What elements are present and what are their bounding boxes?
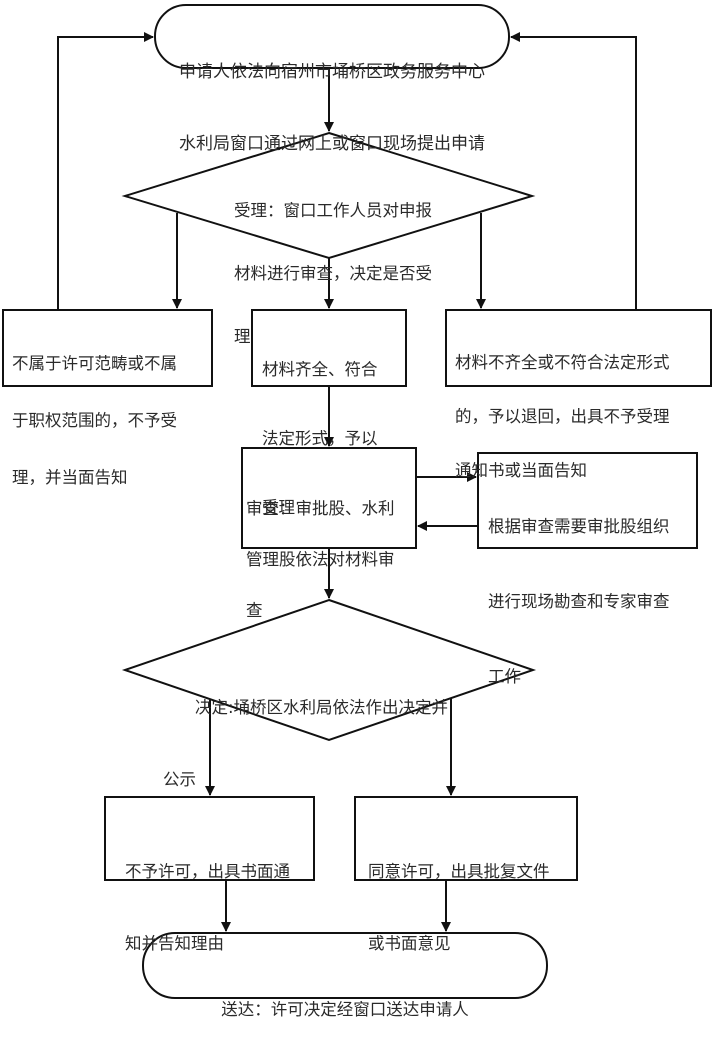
accepted-line-2: 法定形式，予以 bbox=[262, 429, 378, 448]
arrow-reject-scope-back-to-start bbox=[57, 32, 154, 310]
deny-permit-line-2: 知并告知理由 bbox=[125, 934, 224, 953]
review-box bbox=[241, 447, 417, 549]
grant-permit-box bbox=[354, 796, 578, 881]
accept-decision-line-1: 受理：窗口工作人员对申报 bbox=[234, 201, 432, 220]
accepted-line-3: 受理 bbox=[262, 498, 295, 517]
site-inspection-box bbox=[477, 452, 698, 549]
grant-permit-text: 同意许可，出具批复文件 或书面意见 bbox=[368, 812, 574, 980]
deny-permit-text: 不予许可，出具书面通 知并告知理由 bbox=[125, 812, 313, 980]
incomplete-materials-box bbox=[445, 309, 712, 387]
accepted-text: 材料齐全、符合 法定形式，予以 受理 bbox=[262, 312, 404, 542]
flowchart-canvas bbox=[2, 4, 712, 999]
start-line-2: 水利局窗口通过网上或窗口现场提出申请 bbox=[179, 134, 485, 154]
grant-permit-line-2: 或书面意见 bbox=[368, 934, 451, 953]
reject-scope-line-3: 理，并当面告知 bbox=[12, 468, 128, 487]
final-decision-text: 决定:埇桥区水利局依法作出决定并 公示 bbox=[163, 648, 483, 816]
incomplete-line-3: 通知书或当面告知 bbox=[455, 461, 587, 480]
review-line-1: 审查：审批股、水利 bbox=[246, 499, 395, 518]
incomplete-line-1: 材料不齐全或不符合法定形式 bbox=[455, 353, 670, 372]
site-inspection-line-3: 工作 bbox=[488, 667, 521, 686]
accept-decision-text: 受理：窗口工作人员对申报 材料进行审查，决定是否受 理 bbox=[234, 158, 444, 368]
start-line-1: 申请人依法向宿州市埇桥区政务服务中心 bbox=[179, 62, 485, 82]
review-line-2: 管理股依法对材料审 bbox=[246, 550, 395, 569]
site-inspection-line-1: 根据审查需要审批股组织 bbox=[488, 517, 670, 536]
reject-out-of-scope-text: 不属于许可范畴或不属 于职权范围的，不予受 理，并当面告知 bbox=[12, 316, 208, 506]
incomplete-line-2: 的，予以退回，出具不予受理 bbox=[455, 407, 670, 426]
deny-permit-box bbox=[104, 796, 315, 881]
incomplete-materials-text: 材料不齐全或不符合法定形式 的，予以退回，出具不予受理 通知书或当面告知 bbox=[455, 318, 709, 498]
grant-permit-line-1: 同意许可，出具批复文件 bbox=[368, 862, 550, 881]
final-decision-line-1: 决定:埇桥区水利局依法作出决定并 bbox=[195, 698, 449, 717]
site-inspection-line-2: 进行现场勘查和专家审查 bbox=[488, 592, 670, 611]
final-decision-diamond bbox=[121, 598, 537, 742]
arrow-incomplete-back-to-start bbox=[510, 32, 637, 310]
delivery-line-1: 送达：许可决定经窗口送达申请人 bbox=[221, 1000, 469, 1019]
delivery-node-text: 送达：许可决定经窗口送达申请人 bbox=[148, 955, 542, 1043]
start-terminator-shape bbox=[154, 4, 510, 69]
start-node-text: 申请人依法向宿州市埇桥区政务服务中心 水利局窗口通过网上或窗口现场提出申请 bbox=[160, 12, 504, 180]
final-decision-line-2: 公示 bbox=[163, 770, 196, 789]
delivery-terminator-shape bbox=[142, 932, 548, 999]
reject-scope-line-1: 不属于许可范畴或不属 bbox=[12, 354, 177, 373]
reject-scope-line-2: 于职权范围的，不予受 bbox=[12, 411, 177, 430]
reject-out-of-scope-box bbox=[2, 309, 213, 387]
deny-permit-line-1: 不予许可，出具书面通 bbox=[125, 862, 290, 881]
accept-decision-line-2: 材料进行审查，决定是否受 bbox=[234, 264, 432, 283]
accepted-line-1: 材料齐全、符合 bbox=[262, 360, 378, 379]
accept-decision-line-3: 理 bbox=[234, 327, 251, 346]
site-inspection-text: 根据审查需要审批股组织 进行现场勘查和专家审查 工作 bbox=[488, 464, 696, 714]
review-line-3: 查 bbox=[246, 601, 263, 620]
review-text: 审查：审批股、水利 管理股依法对材料审 查 bbox=[246, 466, 416, 636]
